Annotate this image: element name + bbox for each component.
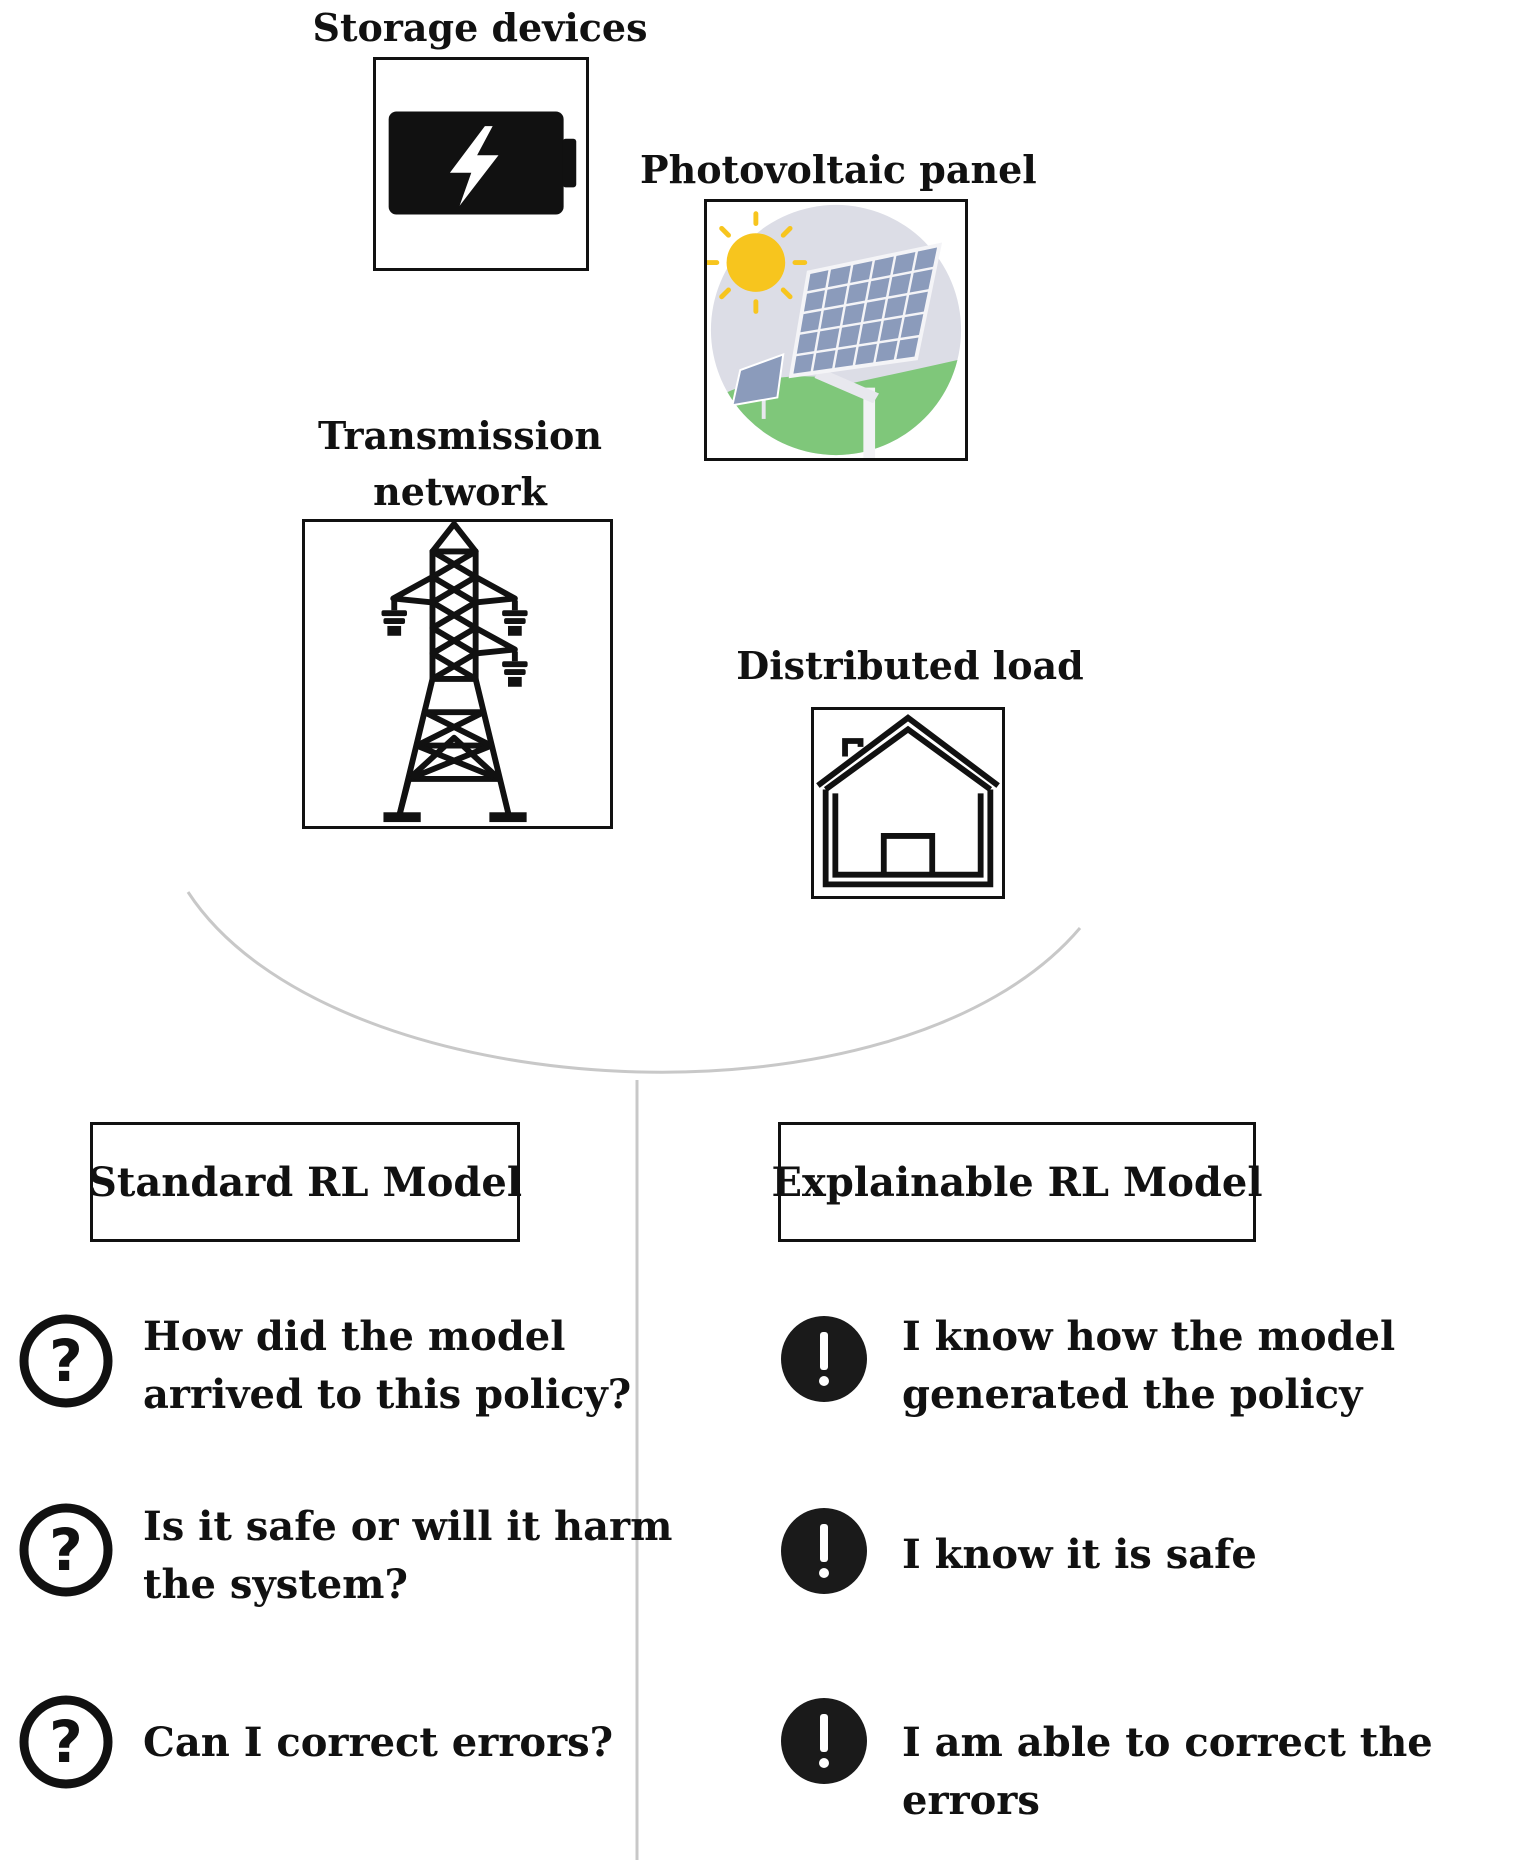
question-icon: ?	[18, 1313, 114, 1409]
question-icon: ?	[18, 1502, 114, 1598]
svg-text:?: ?	[49, 1327, 83, 1395]
transmission-label-line2: network	[373, 469, 547, 514]
load-box	[811, 707, 1005, 899]
storage-box	[373, 57, 589, 271]
solar-panel-icon	[707, 204, 962, 458]
standard-item-1: How did the model arrived to this policy…	[143, 1313, 632, 1418]
battery-icon	[388, 111, 577, 215]
sun-icon	[707, 211, 808, 314]
exclamation-icon	[779, 1696, 869, 1786]
svg-text:?: ?	[49, 1708, 83, 1776]
question-icon: ?	[18, 1694, 114, 1790]
svg-text:?: ?	[49, 1516, 83, 1584]
exclamation-icon	[779, 1506, 869, 1596]
load-label: Distributed load	[736, 643, 1084, 688]
explainable-item-2: I know it is safe	[902, 1531, 1257, 1578]
transmission-box	[302, 519, 613, 829]
house-icon	[816, 714, 1000, 888]
exclamation-icon	[779, 1314, 869, 1404]
photovoltaic-box	[704, 199, 968, 461]
standard-rl-model-title: Standard RL Model	[88, 1122, 522, 1242]
explainable-item-1: I know how the model generated the polic…	[902, 1313, 1396, 1418]
standard-item-3: Can I correct errors?	[143, 1719, 614, 1766]
storage-label: Storage devices	[312, 5, 648, 50]
photovoltaic-label: Photovoltaic panel	[640, 147, 1037, 192]
explainable-item-3: I am able to correct the errors	[902, 1719, 1433, 1824]
standard-item-2: Is it safe or will it harm the system?	[143, 1503, 673, 1608]
connector-arc	[186, 891, 1082, 1074]
power-tower-icon	[381, 522, 528, 823]
explainable-rl-model-title: Explainable RL Model	[772, 1122, 1263, 1242]
transmission-label-line1: Transmission	[317, 413, 603, 458]
